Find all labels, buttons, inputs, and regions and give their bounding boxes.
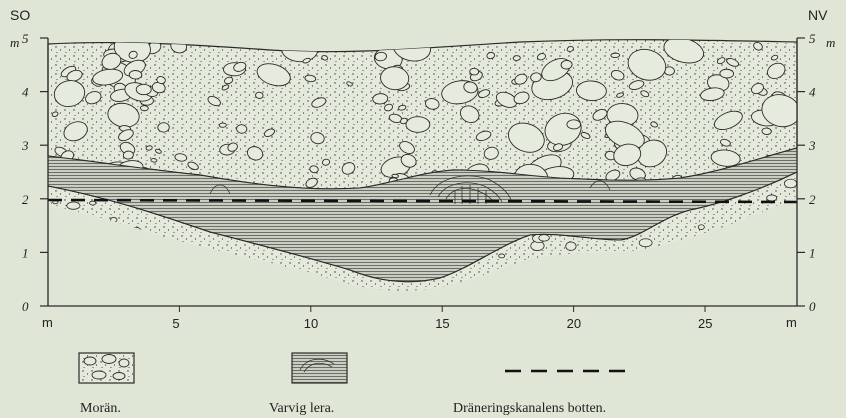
left-axis-unit: m: [10, 35, 19, 50]
left-tick-label: 1: [22, 245, 29, 260]
moran-pebble: [759, 228, 773, 236]
moran-pebble: [539, 235, 550, 242]
moran-pebble: [698, 225, 704, 230]
moran-pebble: [758, 231, 770, 239]
left-tick-labels: 5 4 3 2 1 0: [21, 31, 48, 314]
label-so: SO: [10, 7, 30, 23]
x-tick-label: 20: [567, 316, 581, 331]
right-tick-label: 5: [809, 31, 816, 46]
moran-pebble: [108, 269, 116, 275]
moran-pebble: [567, 272, 573, 276]
legend-lera-swatch: [292, 353, 347, 383]
moran-pebble: [137, 281, 148, 291]
moran-pebble: [777, 214, 790, 223]
moran-pebble: [64, 232, 76, 240]
right-tick-label: 0: [809, 299, 816, 314]
moran-pebble: [221, 269, 227, 274]
label-nv: NV: [808, 7, 828, 23]
moran-pebble: [131, 227, 141, 233]
moran-pebble: [184, 269, 189, 273]
moran-pebble: [779, 251, 790, 259]
moran-pebble: [784, 284, 794, 291]
moran-stone: [123, 151, 134, 160]
moran-stone: [762, 128, 772, 135]
moran-stone: [136, 84, 151, 95]
moran-pebble: [666, 255, 677, 263]
moran-pebble: [562, 266, 575, 274]
moran-pebble: [772, 216, 777, 219]
moran-pebble: [158, 279, 164, 283]
legend-lera-label: Varvig lera.: [269, 401, 334, 416]
moran-pebble: [640, 263, 645, 267]
moran-pebble: [767, 247, 776, 254]
moran-stone: [151, 158, 157, 162]
moran-pebble: [499, 254, 505, 258]
left-tick-label: 5: [22, 31, 29, 46]
moran-pebble: [184, 283, 195, 291]
right-tick-label: 3: [808, 138, 816, 153]
moran-stone: [513, 55, 520, 60]
moran-pebble: [63, 273, 71, 279]
moran-pebble: [111, 217, 117, 222]
x-tick-label: 15: [435, 316, 449, 331]
left-tick-label: 2: [22, 192, 29, 207]
moran-pebble: [93, 246, 106, 255]
x-tick-label: 10: [304, 316, 318, 331]
moran-pebble: [639, 239, 652, 247]
moran-pebble: [457, 282, 469, 292]
moran-pebble: [90, 201, 96, 205]
moran-stone: [129, 70, 142, 79]
left-tick-label: 3: [21, 138, 29, 153]
moran-pebble: [688, 271, 694, 274]
moran-stone: [406, 117, 430, 133]
legend-kanal-label: Dräneringskanalens botten.: [453, 401, 606, 416]
moran-pebble: [770, 276, 775, 280]
moran-stone: [158, 123, 170, 133]
right-tick-label: 4: [809, 85, 816, 100]
moran-stone: [720, 69, 734, 78]
moran-pebble: [775, 251, 784, 257]
moran-pebble: [566, 242, 576, 250]
moran-pebble: [188, 252, 195, 256]
moran-pebble: [672, 245, 681, 252]
moran-stone: [255, 92, 263, 99]
moran-pebble: [620, 262, 627, 266]
moran-stone: [236, 124, 247, 133]
left-tick-label: 4: [22, 85, 29, 100]
moran-pebble: [314, 287, 322, 293]
moran-pebble: [779, 261, 792, 271]
moran-stone: [219, 123, 226, 127]
left-tick-label: 0: [22, 299, 29, 314]
moran-pebble: [502, 284, 509, 289]
x-unit-left: m: [42, 315, 53, 330]
moran-pebble: [767, 195, 777, 201]
moran-pebble: [720, 257, 732, 264]
x-tick-label: 5: [172, 316, 179, 331]
x-tick-labels: 5 10 15 20 25: [172, 306, 712, 331]
moran-pebble: [661, 268, 666, 271]
moran-stone: [470, 68, 479, 75]
moran-pebble: [90, 261, 96, 265]
x-tick-label: 25: [698, 316, 712, 331]
moran-pebble: [722, 277, 732, 284]
right-tick-labels: 5 4 3 2 1 0: [797, 31, 816, 314]
moran-pebble: [784, 179, 796, 188]
moran-pebble: [285, 283, 292, 287]
moran-pebble: [100, 265, 111, 271]
right-tick-label: 2: [809, 192, 816, 207]
moran-stone: [611, 53, 620, 58]
moran-pebble: [67, 202, 80, 209]
x-unit-right: m: [786, 315, 797, 330]
moran-stone: [567, 120, 581, 129]
moran-stone: [140, 105, 148, 111]
moran-pebble: [160, 277, 169, 283]
moran-pebble: [538, 268, 550, 275]
moran-stone: [392, 174, 399, 178]
right-tick-label: 1: [809, 245, 816, 260]
moran-pebble: [776, 237, 784, 242]
right-axis-unit: m: [826, 35, 835, 50]
legend-moran-label: Morän.: [80, 401, 121, 416]
